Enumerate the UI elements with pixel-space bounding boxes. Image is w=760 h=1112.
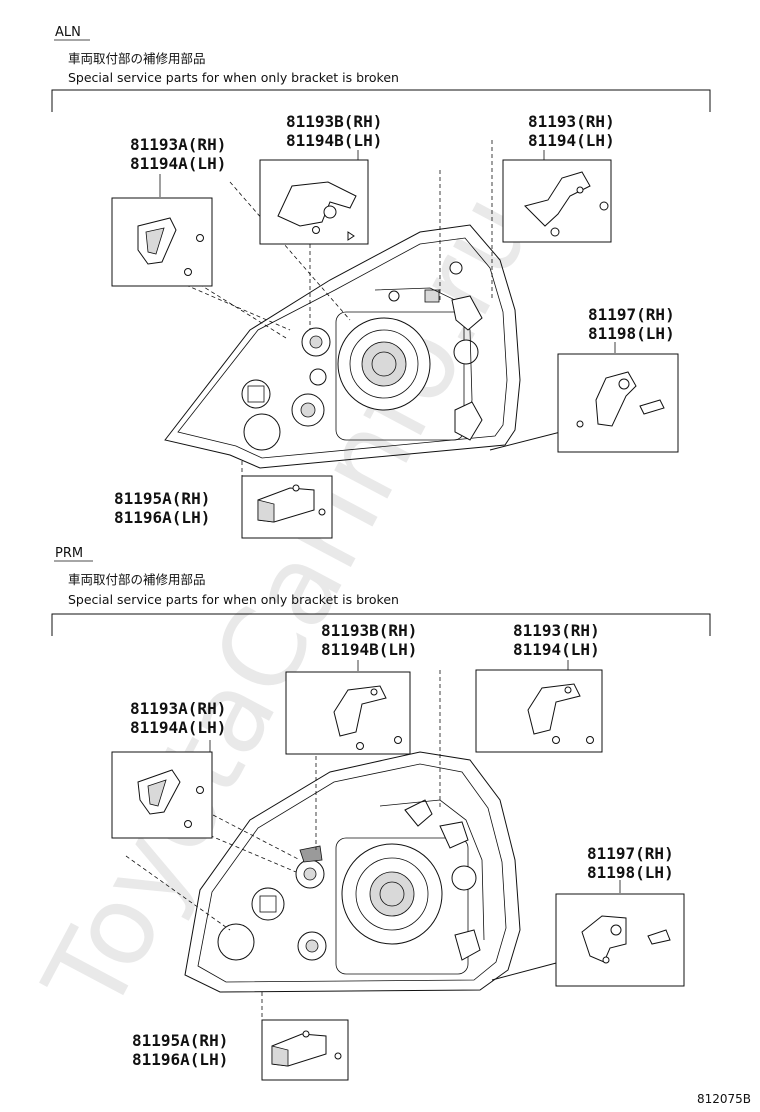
label-81194a-lh-aln: 81194A(LH)	[130, 154, 226, 173]
figure-number: 812075B	[697, 1092, 751, 1106]
bracket-81193-prm	[527, 683, 594, 744]
bracket-81193b-aln	[277, 181, 357, 241]
label-81194-lh-aln: 81194(LH)	[528, 131, 615, 150]
label-81196a-lh-aln: 81196A(LH)	[114, 508, 210, 527]
label-81193b-rh-aln: 81193B(RH)	[286, 112, 382, 131]
label-81193-rh-prm: 81193(RH)	[513, 621, 600, 640]
label-81194a-lh-prm: 81194A(LH)	[130, 718, 226, 737]
label-81197-rh-prm: 81197(RH)	[587, 844, 674, 863]
note-en-prm: Special service parts for when only brac…	[68, 592, 399, 607]
note-jp-prm: 車両取付部の補修用部品	[68, 572, 206, 587]
bracket-81193-aln	[524, 171, 609, 237]
label-81194b-lh-aln: 81194B(LH)	[286, 131, 382, 150]
label-81193b-rh-prm: 81193B(RH)	[321, 621, 417, 640]
label-81194b-lh-prm: 81194B(LH)	[321, 640, 417, 659]
section-aln: ALN 車両取付部の補修用部品 Special service parts fo…	[51, 25, 711, 539]
label-81194-lh-prm: 81194(LH)	[513, 640, 600, 659]
label-81196a-lh-prm: 81196A(LH)	[132, 1050, 228, 1069]
note-en-aln: Special service parts for when only brac…	[68, 70, 399, 85]
tail-lamp-aln	[164, 224, 521, 469]
section-tag-aln: ALN	[55, 25, 81, 40]
label-81193a-rh-aln: 81193A(RH)	[130, 135, 226, 154]
label-81197-rh-aln: 81197(RH)	[588, 305, 675, 324]
bracket-81197-prm	[581, 915, 671, 964]
label-81198-lh-prm: 81198(LH)	[587, 863, 674, 882]
label-81195a-rh-aln: 81195A(RH)	[114, 489, 210, 508]
bracket-81195a-prm	[271, 1030, 342, 1067]
bracket-81193b-prm	[333, 685, 402, 750]
bracket-81197-aln	[576, 371, 665, 428]
note-jp-aln: 車両取付部の補修用部品	[68, 51, 206, 66]
label-81193-rh-aln: 81193(RH)	[528, 112, 615, 131]
bracket-81195a-aln	[257, 484, 326, 523]
label-81198-lh-aln: 81198(LH)	[588, 324, 675, 343]
label-81193a-rh-prm: 81193A(RH)	[130, 699, 226, 718]
section-tag-prm: PRM	[55, 546, 83, 561]
bracket-81193a-aln	[137, 217, 204, 276]
tail-lamp-prm	[184, 751, 521, 993]
label-81195a-rh-prm: 81195A(RH)	[132, 1031, 228, 1050]
bracket-81193a-prm	[137, 769, 204, 828]
section-prm: PRM 車両取付部の補修用部品 Special service parts fo…	[51, 546, 711, 1081]
